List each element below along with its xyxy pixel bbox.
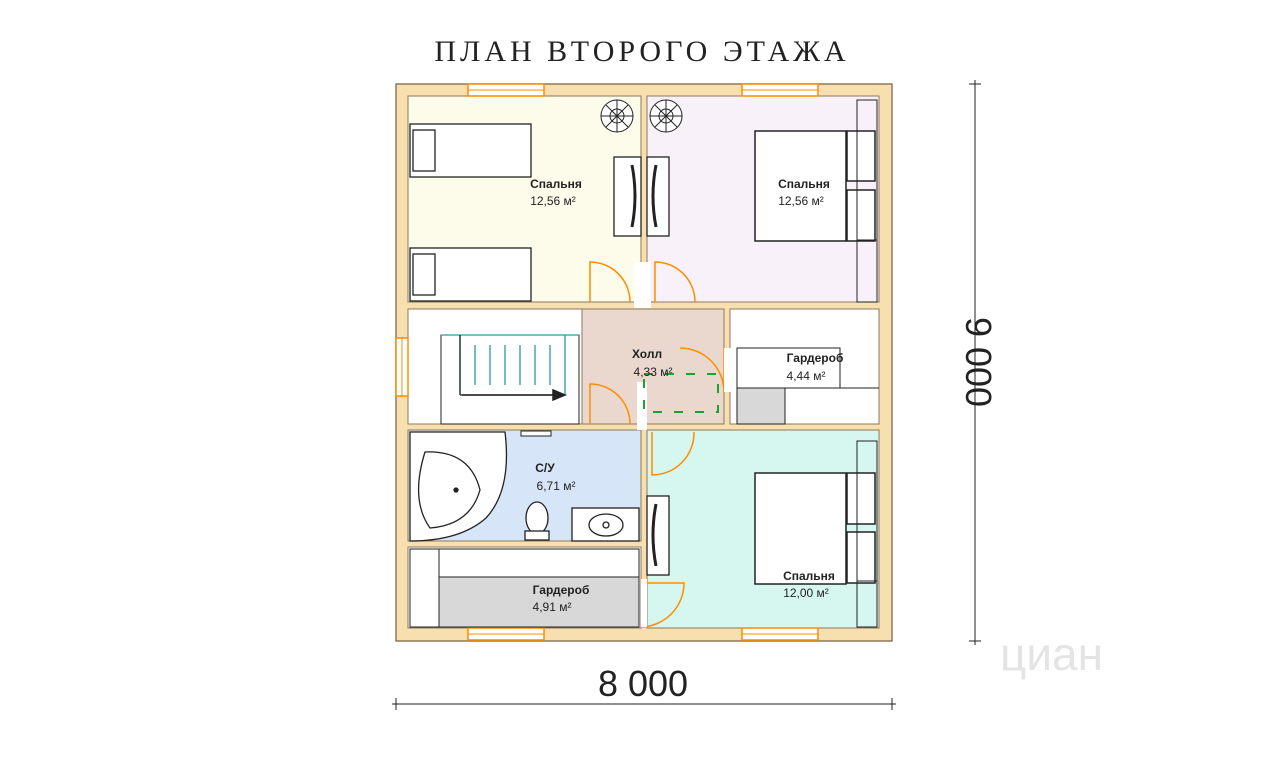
room-label-bedroom-3: Спальня <box>783 569 835 583</box>
dimension-line-height <box>969 80 981 645</box>
bed-single-top <box>409 123 532 178</box>
room-area-bedroom-1: 12,56 м² <box>530 194 576 208</box>
dimension-width: 8 000 <box>598 663 688 704</box>
room-label-hall: Холл <box>632 347 662 361</box>
door-openings <box>634 262 734 627</box>
room-label-bathroom: С/У <box>535 461 555 475</box>
door-swings <box>589 261 725 628</box>
room-label-wardrobe-1: Гардероб <box>787 351 844 365</box>
bathtub-icon <box>409 431 508 542</box>
sink-icon <box>571 507 640 542</box>
bed-double-bottom <box>754 440 878 628</box>
tv-unit-icon <box>646 495 670 576</box>
tv-unit-icon <box>613 156 642 237</box>
room-hall <box>581 308 725 425</box>
room-area-wardrobe-1: 4,44 м² <box>787 369 826 383</box>
room-stairwell <box>407 308 583 425</box>
bed-single-bottom <box>409 247 532 302</box>
tv-unit-icon <box>646 156 670 237</box>
wardrobe-1-shelves <box>736 347 879 425</box>
room-area-bathroom: 6,71 м² <box>537 479 576 493</box>
watermark: циан <box>1000 628 1103 680</box>
toilet-icon <box>524 501 550 541</box>
dimension-line-width <box>392 698 896 710</box>
room-label-wardrobe-2: Гардероб <box>533 583 590 597</box>
plant-icon <box>649 99 683 133</box>
wardrobe-2-shelves <box>409 548 640 628</box>
stairs-arrow-icon <box>462 388 567 402</box>
attic-hatch <box>643 373 719 413</box>
bed-double-top <box>754 99 878 303</box>
room-area-bedroom-3: 12,00 м² <box>783 586 829 600</box>
bathroom-radiator <box>520 430 552 437</box>
room-label-bedroom-2: Спальня <box>778 177 830 191</box>
room-area-hall: 4,33 м² <box>634 365 673 379</box>
room-area-bedroom-2: 12,56 м² <box>778 194 824 208</box>
room-label-bedroom-1: Спальня <box>530 177 582 191</box>
dimension-height: 9 000 <box>958 317 999 407</box>
plan-title: ПЛАН ВТОРОГО ЭТАЖА <box>434 35 849 68</box>
plant-icon <box>600 99 634 133</box>
room-area-wardrobe-2: 4,91 м² <box>533 600 572 614</box>
